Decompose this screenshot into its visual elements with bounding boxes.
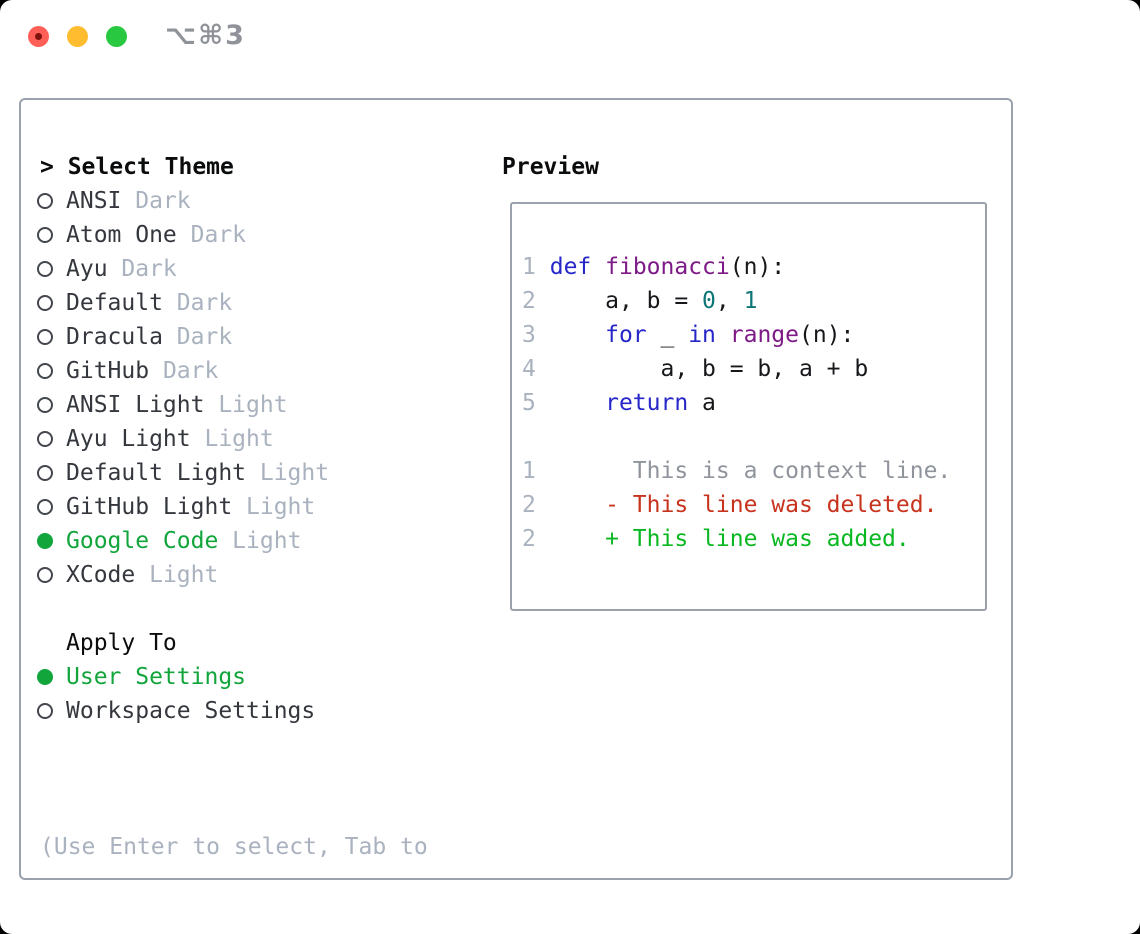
theme-variant: Dark <box>162 290 233 316</box>
radio-icon <box>37 431 53 447</box>
theme-name: XCode <box>66 562 136 588</box>
code-preview: 1 def fibonacci(n): 2 a, b = 0, 1 3 for _ … <box>522 250 951 556</box>
code-line: 2 a, b = 0, 1 <box>522 288 758 314</box>
radio-selected-icon <box>37 669 53 685</box>
radio-icon <box>37 703 53 719</box>
preview-pane: 1 def fibonacci(n): 2 a, b = 0, 1 3 for _ … <box>510 202 987 611</box>
radio-icon <box>37 193 53 209</box>
theme-name: ANSI Light <box>66 392 205 418</box>
preview-title: Preview <box>502 154 599 180</box>
radio-selected-icon <box>37 533 53 549</box>
theme-variant: Light <box>204 392 288 418</box>
apply-option[interactable]: Workspace Settings <box>21 694 1011 728</box>
code-line: 2 + This line was added. <box>522 526 910 552</box>
code-line: 1 def fibonacci(n): <box>522 254 786 280</box>
code-line: 4 a, b = b, a + b <box>522 356 869 382</box>
theme-variant: Light <box>218 528 302 554</box>
theme-option[interactable]: Atom One Dark <box>21 218 1011 252</box>
apply-to-header: Apply To <box>66 630 177 656</box>
theme-variant: Dark <box>176 222 247 248</box>
hint-line: (Use Enter to select, Tab to <box>40 834 428 860</box>
theme-name: GitHub Light <box>66 494 233 520</box>
radio-icon <box>37 261 53 277</box>
code-line: 5 return a <box>522 390 716 416</box>
radio-icon <box>37 227 53 243</box>
theme-option[interactable]: GitHub Dark <box>21 354 1011 388</box>
theme-option[interactable]: ANSI Light Light <box>21 388 1011 422</box>
theme-option[interactable]: XCode Light <box>21 558 1011 592</box>
theme-option[interactable]: Default Dark <box>21 286 1011 320</box>
code-line: 2 - This line was deleted. <box>522 492 938 518</box>
code-line: 3 for _ in range(n): <box>522 322 855 348</box>
line-number: 2 <box>522 288 536 314</box>
theme-variant: Light <box>190 426 274 452</box>
theme-option[interactable]: Ayu Dark <box>21 252 1011 286</box>
line-number: 2 <box>522 526 536 552</box>
theme-option[interactable]: GitHub Light Light <box>21 490 1011 524</box>
theme-variant: Dark <box>107 256 177 282</box>
theme-name: Ayu <box>66 256 108 282</box>
select-theme-title: Select Theme <box>67 154 234 180</box>
apply-option-label: Workspace Settings <box>66 698 316 724</box>
theme-variant: Light <box>135 562 219 588</box>
theme-variant: Dark <box>149 358 219 384</box>
theme-name: Dracula <box>66 324 163 350</box>
close-button[interactable] <box>28 26 49 47</box>
theme-name: ANSI <box>66 188 122 214</box>
theme-variant: Dark <box>162 324 233 350</box>
selection-prompt-icon: > <box>40 154 68 180</box>
radio-icon <box>37 465 53 481</box>
code-line <box>522 420 951 454</box>
line-number: 3 <box>522 322 536 348</box>
radio-icon <box>37 363 53 379</box>
theme-name: Default Light <box>66 460 247 486</box>
theme-option[interactable]: Ayu Light Light <box>21 422 1011 456</box>
theme-variant: Light <box>232 494 316 520</box>
code-line: 1 This is a context line. <box>522 458 952 484</box>
theme-option[interactable]: Google Code Light <box>21 524 1011 558</box>
theme-option[interactable]: ANSI Dark <box>21 184 1011 218</box>
theme-name: Default <box>66 290 163 316</box>
apply-option-label: User Settings <box>66 664 247 690</box>
theme-name: GitHub <box>66 358 150 384</box>
theme-option[interactable]: Default Light Light <box>21 456 1011 490</box>
radio-icon <box>37 397 53 413</box>
theme-name: Google Code <box>66 528 219 554</box>
select-theme-header: > Select Theme <box>40 150 234 184</box>
line-number: 1 <box>522 458 536 484</box>
minimize-button[interactable] <box>67 26 88 47</box>
line-number: 1 <box>522 254 536 280</box>
radio-icon <box>37 295 53 311</box>
theme-variant: Dark <box>121 188 191 214</box>
theme-name: Atom One <box>66 222 177 248</box>
theme-name: Ayu Light <box>66 426 191 452</box>
radio-icon <box>37 567 53 583</box>
hint-text: (Use Enter to select, Tab to change focu… <box>40 762 428 934</box>
window-title: ⌥⌘3 <box>165 20 246 51</box>
theme-variant: Light <box>246 460 330 486</box>
apply-option[interactable]: User Settings <box>21 660 1011 694</box>
radio-icon <box>37 499 53 515</box>
line-number: 2 <box>522 492 536 518</box>
theme-option[interactable]: Dracula Dark <box>21 320 1011 354</box>
close-dot-icon <box>35 33 42 40</box>
line-number: 5 <box>522 390 536 416</box>
radio-icon <box>37 329 53 345</box>
zoom-button[interactable] <box>106 26 127 47</box>
line-number: 4 <box>522 356 536 382</box>
